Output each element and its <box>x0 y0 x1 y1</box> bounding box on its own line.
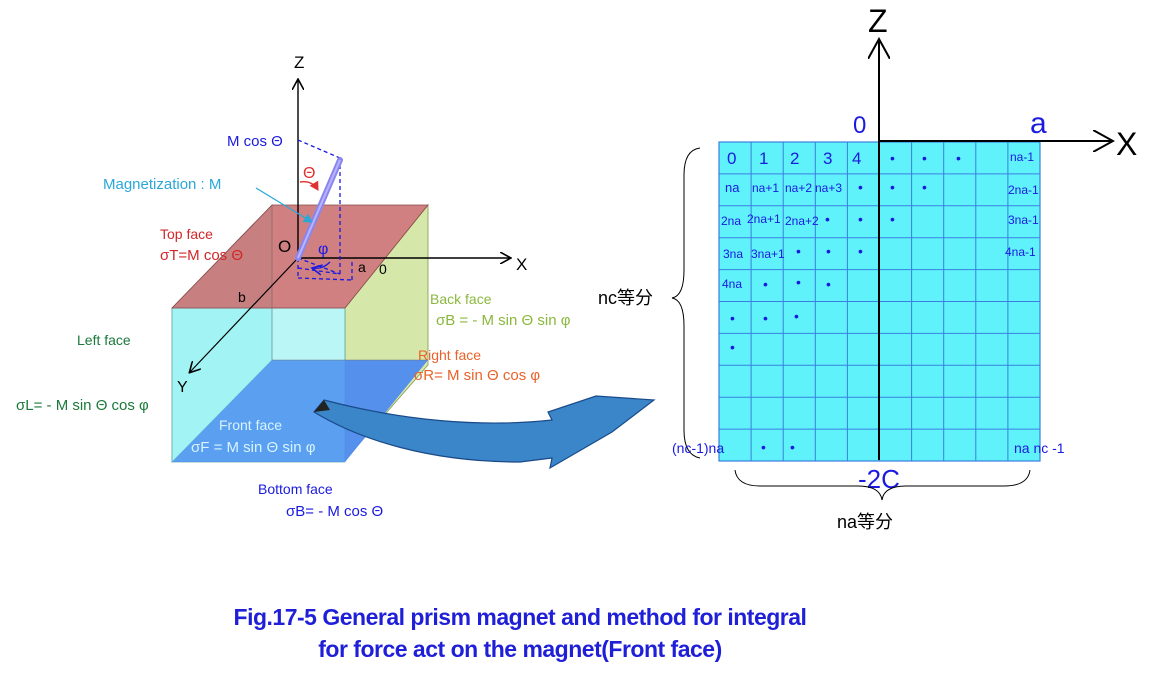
cell-label: 4na-1 <box>1005 245 1036 259</box>
cell-label: • <box>826 276 831 292</box>
bottom-face-label: Bottom face <box>258 481 333 497</box>
cell-label: • <box>794 308 799 324</box>
grid-origin-label: 0 <box>853 112 866 139</box>
cell-label: • <box>922 150 927 166</box>
magnetization-label: Magnetization : M <box>103 176 221 193</box>
cell-label: • <box>858 179 863 195</box>
right-face-label: Right face <box>418 347 481 363</box>
cell-label: na <box>725 180 740 195</box>
transfer-arrow <box>313 395 656 470</box>
figure-caption-line-1: Fig.17-5 General prism magnet and method… <box>233 604 807 630</box>
bottom-face-sigma: σB= - M cos Θ <box>286 503 383 520</box>
cell-label: • <box>761 439 766 455</box>
cell-label: 2na <box>721 214 741 228</box>
cell-label: • <box>826 243 831 259</box>
grid-panel: Z X 0 a -2C nc等分 na等分 0 1 2 3 4 • • • na… <box>598 3 1137 532</box>
cell-label: • <box>796 274 801 290</box>
cell-label: 3na+1 <box>751 247 785 261</box>
top-face-label: Top face <box>160 226 213 242</box>
cell-label: 3na-1 <box>1008 213 1039 227</box>
left-face-sigma: σL= - M sin Θ cos φ <box>16 397 149 414</box>
cell-label: • <box>890 150 895 166</box>
cell-label: 4 <box>852 149 861 168</box>
m-cos-label: M cos Θ <box>227 133 283 150</box>
cell-label: na-1 <box>1010 150 1034 164</box>
cell-label: • <box>922 179 927 195</box>
grid-x-label: X <box>1116 126 1137 162</box>
nc-label: nc等分 <box>598 288 653 308</box>
cell-label: na+1 <box>752 181 779 195</box>
prism-z-label: Z <box>294 53 304 72</box>
cell-label: na+2 <box>785 181 812 195</box>
grid-z-label: Z <box>868 3 888 39</box>
right-face-sigma: σR= M sin Θ cos φ <box>414 367 540 384</box>
cell-label: 1 <box>759 149 768 168</box>
back-face-label: Back face <box>430 291 492 307</box>
back-face-sigma: σB = - M sin Θ sin φ <box>436 312 571 329</box>
cell-label: • <box>763 276 768 292</box>
cell-label: • <box>890 179 895 195</box>
nc-brace <box>671 147 701 459</box>
na-label: na等分 <box>837 512 893 532</box>
cell-label: • <box>825 211 830 227</box>
length-b-label: b <box>238 289 246 305</box>
left-face-label: Left face <box>77 332 131 348</box>
cell-label: 3na <box>723 247 743 261</box>
front-face-label: Front face <box>219 417 282 433</box>
cell-label: • <box>956 150 961 166</box>
cell-label: 3 <box>823 149 832 168</box>
na-brace <box>734 469 1031 501</box>
cell-label: (nc-1)na <box>672 440 724 456</box>
prism-y-label: Y <box>177 379 188 396</box>
grid-cell-labels: 0 1 2 3 4 • • • na-1 na na+1 na+2 na+3 •… <box>672 149 1065 456</box>
prism-drawing: Z X Y O M cos Θ Θ φ Magnetization : M To… <box>16 53 571 520</box>
cell-label: 2na+2 <box>785 214 819 228</box>
cell-label: na nc -1 <box>1014 440 1065 456</box>
cell-label: 2na+1 <box>747 212 781 226</box>
theta-arc <box>299 180 319 191</box>
grid-bottom-label: -2C <box>858 464 900 494</box>
front-face-sigma: σF = M sin Θ sin φ <box>191 439 316 456</box>
cell-label: • <box>763 310 768 326</box>
cell-label: • <box>790 439 795 455</box>
origin-label: O <box>278 237 291 256</box>
cell-label: • <box>858 243 863 259</box>
cell-label: 4na <box>722 277 742 291</box>
cell-label: • <box>730 310 735 326</box>
figure-caption-line-2: for force act on the magnet(Front face) <box>318 636 722 662</box>
cell-label: • <box>858 211 863 227</box>
top-face-sigma: σT=M cos Θ <box>160 247 243 264</box>
prism-x-label: X <box>516 255 527 274</box>
phi-label: φ <box>318 241 328 258</box>
y-axis <box>190 257 299 372</box>
length-a-label: a <box>358 259 366 275</box>
cell-label: • <box>796 243 801 259</box>
cell-label: 0 <box>727 149 736 168</box>
theta-label: Θ <box>303 165 315 182</box>
cell-label: 2na-1 <box>1008 183 1039 197</box>
cell-label: • <box>730 339 735 355</box>
magnetization-callout <box>255 187 313 223</box>
cell-label: • <box>890 211 895 227</box>
projection-lines <box>297 139 353 282</box>
phi-arc <box>312 261 331 268</box>
zero-label: 0 <box>379 261 387 277</box>
grid-a-label: a <box>1030 107 1047 140</box>
cell-label: na+3 <box>815 181 842 195</box>
cell-label: 2 <box>790 149 799 168</box>
